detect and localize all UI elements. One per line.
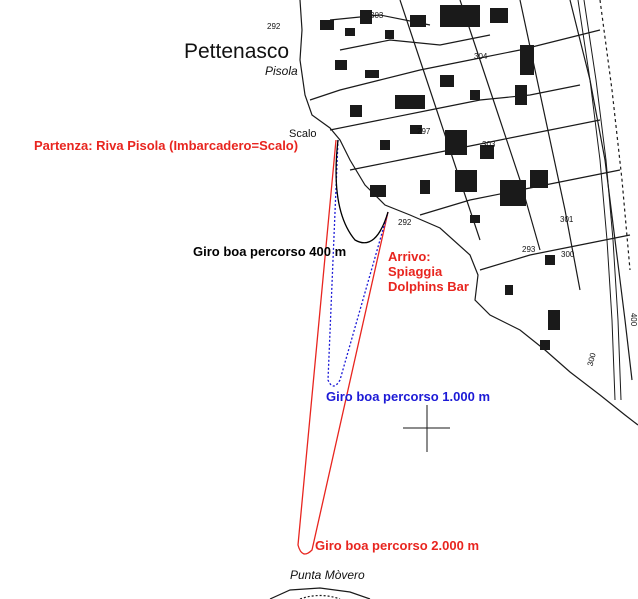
shoreline	[299, 0, 638, 426]
finish-label: Arrivo: Spiaggia Dolphins Bar	[388, 249, 469, 295]
town-label: Pettenasco	[184, 40, 290, 63]
elevation-label: 304	[474, 52, 488, 61]
elevation-label: 400	[629, 312, 638, 327]
railway	[577, 0, 622, 401]
route-400-line	[335, 139, 389, 244]
elevation-label: 292	[398, 218, 412, 227]
buoy-1000-label: Giro boa percorso 1.000 m	[326, 389, 491, 404]
elevation-label: 300	[561, 250, 575, 259]
pisola-label: Pisola	[265, 64, 298, 78]
buoy-2000-label: Giro boa percorso 2.000 m	[315, 538, 480, 553]
buildings	[320, 5, 560, 350]
scalo-label: Scalo	[289, 128, 317, 140]
elevation-label: 293	[522, 245, 536, 254]
punta-label: Punta Mòvero	[290, 568, 365, 582]
start-label: Partenza: Riva Pisola (Imbarcadero=Scalo…	[34, 138, 299, 153]
elevation-label: 303	[482, 140, 496, 149]
grid-cross	[403, 405, 450, 452]
punta-movero-coast	[269, 587, 371, 599]
elevation-label: 303	[370, 11, 384, 20]
elevation-label: 301	[560, 215, 574, 224]
route-2000-line	[297, 139, 389, 555]
buoy-400-label: Giro boa percorso 400 m	[193, 244, 347, 259]
route-1000-line	[327, 139, 389, 387]
finish-line-2: Spiaggia	[388, 263, 443, 279]
finish-line-3: Dolphins Bar	[388, 278, 469, 294]
elevation-label: 292	[267, 22, 281, 31]
finish-line-1: Arrivo:	[388, 249, 431, 264]
elevation-label: 297	[417, 127, 431, 136]
